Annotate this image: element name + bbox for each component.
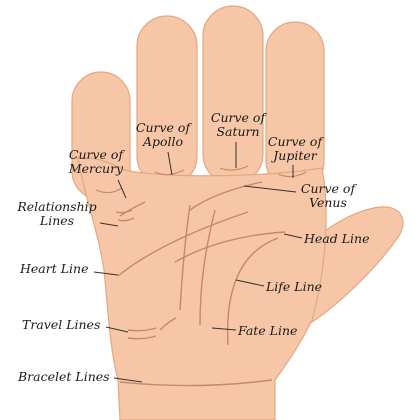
label-curve-of-jupiter-line1: Curve of [267,134,323,149]
travel-line-1 [127,327,157,332]
relationship-line-1 [115,209,133,214]
crease-ring [154,169,185,176]
life-line [226,237,279,346]
label-curve-of-venus-line1: Curve of [300,181,356,196]
label-relationship-lines-line1: Relationship [17,199,97,214]
label-curve-of-venus-line2: Venus [309,195,347,210]
leader-travel [105,326,129,333]
label-curve-of-jupiter: Curve of Jupiter [259,135,331,163]
leader-bracelet [113,377,143,383]
label-curve-of-venus: Curve of Venus [292,182,364,210]
head-line [174,231,286,263]
crease-index [277,171,307,178]
bracelet-line [119,379,273,387]
leader-apollo [167,151,173,176]
label-relationship-lines-line2: Lines [39,213,75,228]
crease-middle [219,165,249,171]
travel-line-2 [127,335,157,340]
label-travel-lines: Travel Lines [22,317,101,332]
curve-of-mercury-line [119,201,146,217]
label-relationship-lines: Relationship Lines [12,200,102,228]
palm-lines [115,181,286,387]
label-fate-line: Fate Line [238,323,298,338]
middle-finger [202,5,264,185]
crease-pinky [95,187,123,194]
finger-creases [95,165,307,194]
curve-of-venus-line [189,181,263,211]
label-heart-line: Heart Line [20,261,89,276]
label-curve-of-mercury-line2: Mercury [68,161,124,176]
fate-line [179,204,191,311]
leader-heart [93,271,119,276]
label-head-line: Head Line [304,231,370,246]
leader-head [283,233,303,239]
label-bracelet-lines: Bracelet Lines [18,369,110,384]
minor-line [159,317,177,331]
index-finger [265,21,325,191]
leader-life [235,279,265,287]
label-life-line: Life Line [266,279,323,294]
label-curve-of-mercury: Curve of Mercury [58,148,134,176]
leader-mercury [117,179,127,199]
label-curve-of-saturn: Curve of Saturn [202,111,274,139]
leader-relationship [99,222,119,227]
leader-venus [243,185,297,193]
leader-lines [93,142,303,383]
leader-fate [211,327,237,331]
label-curve-of-apollo-line1: Curve of [135,120,191,135]
fate-line-branch [199,209,216,326]
label-curve-of-saturn-line1: Curve of [210,110,266,125]
label-curve-of-jupiter-line2: Jupiter [273,148,317,163]
label-curve-of-mercury-line1: Curve of [68,147,124,162]
label-curve-of-apollo-line2: Apollo [142,134,184,149]
heart-line [117,211,249,277]
ring-finger [136,15,198,187]
label-curve-of-apollo: Curve of Apollo [127,121,199,149]
label-curve-of-saturn-line2: Saturn [216,124,260,139]
relationship-line-2 [117,217,135,222]
